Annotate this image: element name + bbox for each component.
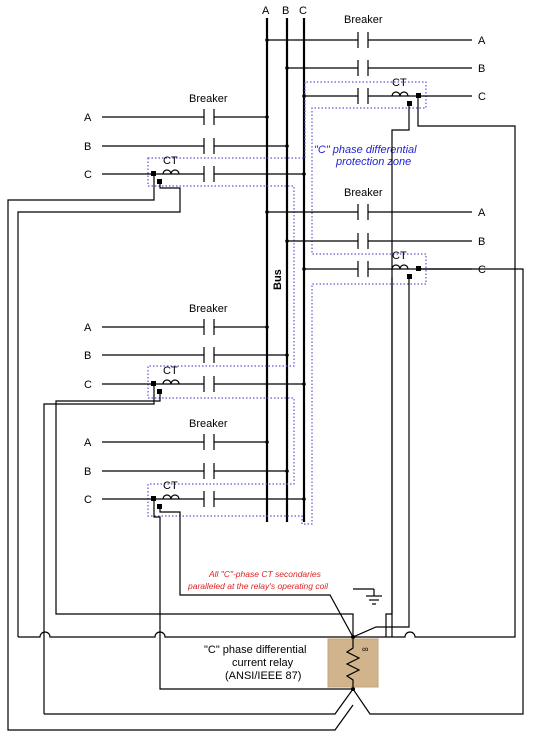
breaker-label: Breaker xyxy=(189,93,228,105)
zone-label-line2: protection zone xyxy=(335,156,411,168)
phase-label-b: B xyxy=(478,63,485,75)
phase-label-b: B xyxy=(478,236,485,248)
breaker-label: Breaker xyxy=(189,303,228,315)
ct-label: CT xyxy=(163,155,178,167)
phase-label-c: C xyxy=(84,379,92,391)
breaker-label: Breaker xyxy=(344,187,383,199)
feeder-right-1: Breaker CT A B C xyxy=(265,14,486,106)
bus-bars: A B C Bus xyxy=(262,5,307,522)
phase-label-a: A xyxy=(478,35,486,47)
phase-label-b: B xyxy=(84,466,91,478)
feeder-left-2: Breaker CT A B C xyxy=(84,303,306,394)
bus-label-a: A xyxy=(262,5,270,17)
ct-label: CT xyxy=(392,77,407,89)
phase-label-a: A xyxy=(84,437,92,449)
relay-label-line3: (ANSI/IEEE 87) xyxy=(225,670,301,682)
note-line1: All "C"-phase CT secondaries xyxy=(208,569,322,579)
differential-relay: ∞ xyxy=(327,637,379,689)
phase-label-b: B xyxy=(84,350,91,362)
protection-zone-outline xyxy=(147,81,427,525)
bus-name-label: Bus xyxy=(272,269,284,290)
relay-label-line2: current relay xyxy=(232,657,294,669)
phase-label-b: B xyxy=(84,141,91,153)
bus-label-c: C xyxy=(299,5,307,17)
phase-label-a: A xyxy=(478,207,486,219)
phase-label-a: A xyxy=(84,322,92,334)
feeder-left-3: Breaker CT A B C xyxy=(84,418,306,509)
phase-label-c: C xyxy=(478,91,486,103)
ct-secondary-wiring xyxy=(7,96,524,731)
phase-label-c: C xyxy=(84,169,92,181)
relay-symbol: ∞ xyxy=(362,644,368,654)
phase-label-c: C xyxy=(84,494,92,506)
ct-label: CT xyxy=(163,365,178,377)
note-line2: paralleled at the relay's operating coil xyxy=(187,581,329,591)
bus-label-b: B xyxy=(282,5,289,17)
breaker-label: Breaker xyxy=(189,418,228,430)
zone-label-line1: "C" phase differential xyxy=(314,144,417,156)
breaker-label: Breaker xyxy=(344,14,383,26)
ct-label: CT xyxy=(392,250,407,262)
relay-label-line1: "C" phase differential xyxy=(204,644,306,656)
phase-label-a: A xyxy=(84,112,92,124)
phase-label-c: C xyxy=(478,264,486,276)
feeder-left-1: Breaker CT A B C xyxy=(84,93,306,184)
ct-label: CT xyxy=(163,480,178,492)
feeder-right-2: Breaker CT A B C xyxy=(265,187,486,279)
